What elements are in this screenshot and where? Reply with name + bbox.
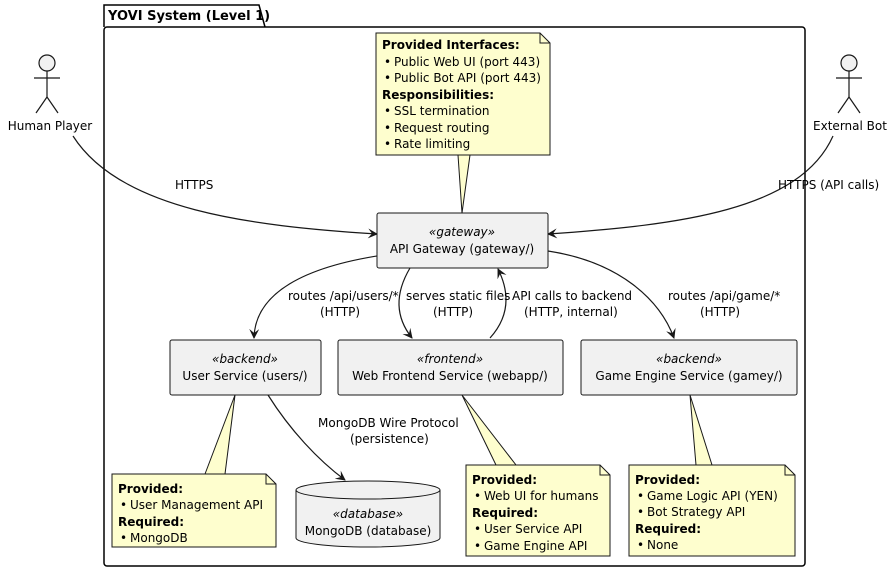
note-bullet: • bbox=[474, 522, 481, 536]
note-item: Game Engine API bbox=[484, 539, 587, 553]
note-item: MongoDB bbox=[130, 531, 188, 545]
component-stereotype: «backend» bbox=[212, 352, 278, 366]
note-item: User Management API bbox=[130, 498, 263, 512]
note-item: Bot Strategy API bbox=[647, 505, 745, 519]
component-game-engine[interactable]: «backend» Game Engine Service (gamey/) bbox=[580, 339, 798, 396]
note-bullet: • bbox=[384, 71, 391, 85]
note-bullet: • bbox=[637, 489, 644, 503]
component-web-frontend[interactable]: «frontend» Web Frontend Service (webapp/… bbox=[337, 339, 564, 396]
note-bullet: • bbox=[120, 531, 127, 545]
note-web-frontend: Provided: • Web UI for humans Required: … bbox=[465, 464, 611, 557]
note-bullet: • bbox=[384, 104, 391, 118]
system-package: YOVI System (Level 1) bbox=[103, 4, 806, 567]
note-item: Request routing bbox=[394, 121, 489, 135]
note-user-service: Provided: • User Management API Required… bbox=[111, 473, 277, 548]
note-item: None bbox=[647, 538, 678, 552]
note-item: User Service API bbox=[484, 522, 582, 536]
edge-label-game-route-proto: (HTTP) bbox=[700, 305, 740, 319]
note-bullet: • bbox=[120, 498, 127, 512]
note-item: SSL termination bbox=[394, 104, 490, 118]
component-name: Game Engine Service (gamey/) bbox=[595, 369, 782, 383]
database-mongodb[interactable]: «database» MongoDB (database) bbox=[295, 480, 441, 548]
edge-label-static-files-proto: (HTTP) bbox=[433, 305, 473, 319]
actor-external-bot[interactable]: External Bot bbox=[813, 54, 887, 133]
component-name: User Service (users/) bbox=[182, 369, 307, 383]
note-heading: Provided: bbox=[635, 473, 700, 487]
component-name: API Gateway (gateway/) bbox=[390, 242, 534, 256]
note-game-engine: Provided: • Game Logic API (YEN) • Bot S… bbox=[628, 464, 796, 557]
database-stereotype: «database» bbox=[333, 507, 403, 521]
note-connectors bbox=[204, 154, 713, 475]
edges bbox=[72, 135, 834, 481]
note-bullet: • bbox=[384, 121, 391, 135]
note-heading: Provided Interfaces: bbox=[382, 38, 520, 52]
edge-gateway-users bbox=[249, 252, 399, 339]
note-bullet: • bbox=[474, 489, 481, 503]
edge-gateway-gamey bbox=[547, 250, 676, 339]
component-user-service[interactable]: «backend» User Service (users/) bbox=[169, 339, 322, 396]
edge-label-game-route: routes /api/game/* bbox=[668, 289, 780, 303]
edge-label-https: HTTPS bbox=[175, 178, 213, 192]
note-item: Public Web UI (port 443) bbox=[394, 55, 540, 69]
component-name: Web Frontend Service (webapp/) bbox=[352, 369, 548, 383]
actor-human-player[interactable]: Human Player bbox=[8, 54, 93, 133]
component-stereotype: «gateway» bbox=[429, 225, 495, 239]
edge-label-https-api: HTTPS (API calls) bbox=[778, 178, 879, 192]
note-item: Web UI for humans bbox=[484, 489, 599, 503]
note-bullet: • bbox=[637, 538, 644, 552]
edge-label-api-calls-proto: (HTTP, internal) bbox=[524, 305, 618, 319]
note-heading: Provided: bbox=[472, 473, 537, 487]
stick-figure-icon bbox=[34, 54, 60, 114]
note-heading: Required: bbox=[118, 515, 184, 529]
edge-label-users-route: routes /api/users/* bbox=[288, 289, 399, 303]
stick-figure-icon bbox=[836, 54, 862, 114]
edge-label-mongodb-persistence: (persistence) bbox=[350, 432, 429, 446]
database-name: MongoDB (database) bbox=[305, 524, 432, 538]
component-stereotype: «backend» bbox=[656, 352, 722, 366]
database-cylinder-icon bbox=[295, 490, 441, 548]
edge-label-mongodb-protocol: MongoDB Wire Protocol bbox=[318, 416, 459, 430]
note-item: Game Logic API (YEN) bbox=[647, 489, 778, 503]
note-heading: Required: bbox=[472, 506, 538, 520]
edge-label-users-route-proto: (HTTP) bbox=[320, 305, 360, 319]
edge-webapp-gateway bbox=[489, 268, 507, 339]
note-item: Public Bot API (port 443) bbox=[394, 71, 541, 85]
component-stereotype: «frontend» bbox=[417, 352, 483, 366]
note-heading: Responsibilities: bbox=[382, 88, 494, 102]
note-heading: Provided: bbox=[118, 482, 183, 496]
note-bullet: • bbox=[474, 539, 481, 553]
edge-label-api-calls: API calls to backend bbox=[512, 289, 632, 303]
edge-human-gateway bbox=[72, 135, 378, 239]
package-title: YOVI System (Level 1) bbox=[107, 9, 270, 24]
note-bullet: • bbox=[384, 137, 391, 151]
edge-label-static-files: serves static files bbox=[406, 289, 510, 303]
note-bullet: • bbox=[637, 505, 644, 519]
actor-label: External Bot bbox=[813, 119, 887, 133]
actor-label: Human Player bbox=[8, 119, 93, 133]
component-api-gateway[interactable]: «gateway» API Gateway (gateway/) bbox=[376, 212, 549, 269]
note-item: Rate limiting bbox=[394, 137, 470, 151]
note-bullet: • bbox=[384, 55, 391, 69]
edge-gateway-webapp bbox=[398, 267, 413, 339]
edge-users-mongodb bbox=[267, 394, 346, 481]
note-heading: Required: bbox=[635, 522, 701, 536]
edge-bot-gateway bbox=[547, 135, 834, 239]
note-gateway: Provided Interfaces: • Public Web UI (po… bbox=[375, 32, 551, 156]
